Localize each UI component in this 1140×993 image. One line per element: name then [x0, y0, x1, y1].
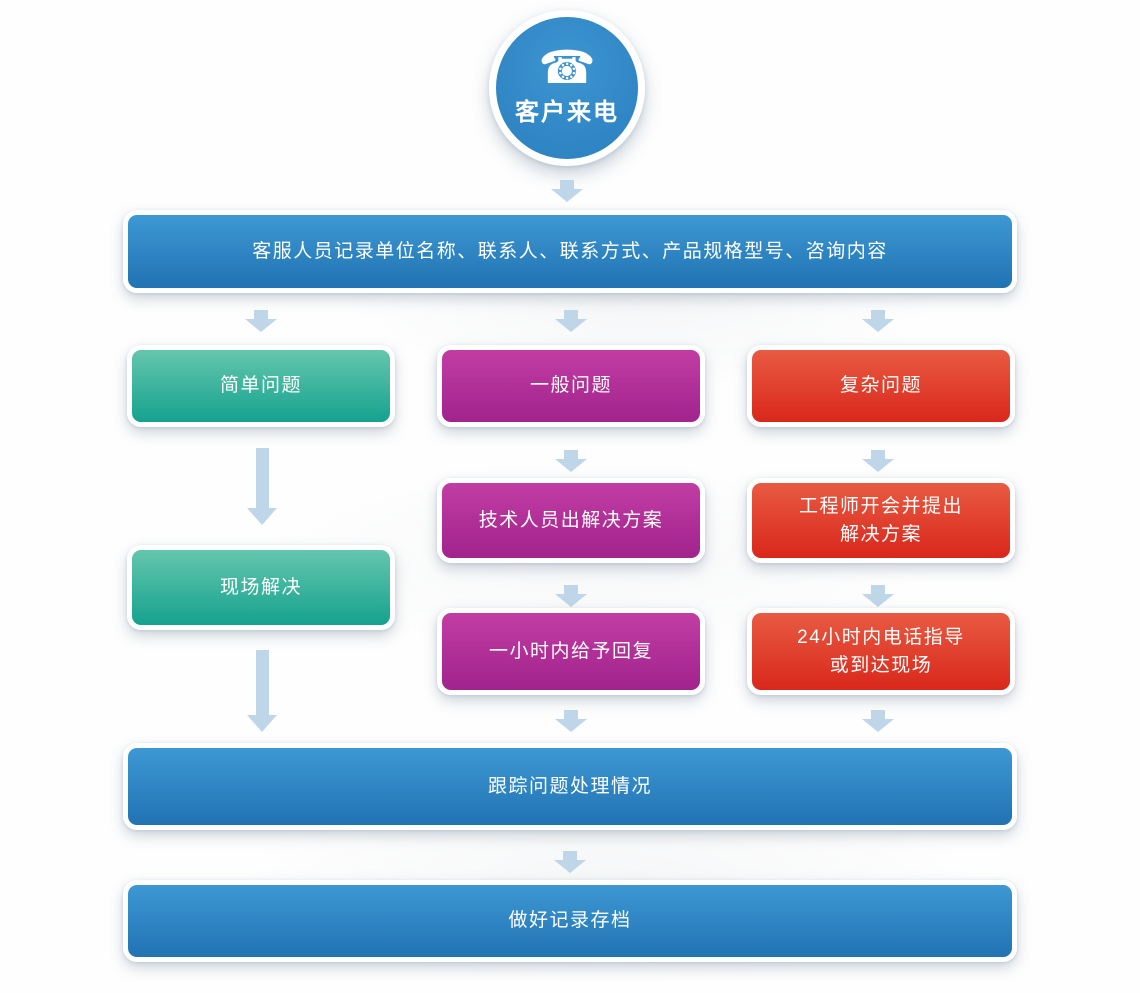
- node-simple-problem: 简单问题: [127, 345, 395, 427]
- arrow-down-icon: [862, 310, 894, 332]
- arrow-down-icon: [555, 450, 587, 472]
- node-general-problem: 一般问题: [437, 345, 705, 427]
- arrow-down-icon: [245, 310, 277, 332]
- start-node-customer-call: ☎ 客户来电: [489, 10, 645, 166]
- arrow-down-icon: [555, 310, 587, 332]
- arrow-down-icon: [247, 650, 277, 732]
- phone-icon: ☎: [538, 40, 596, 93]
- arrow-down-icon: [862, 710, 894, 732]
- arrow-down-icon: [862, 585, 894, 607]
- arrow-down-icon: [555, 585, 587, 607]
- arrow-down-icon: [554, 851, 586, 873]
- arrow-down-icon: [551, 180, 583, 202]
- node-24h-guidance: 24小时内电话指导 或到达现场: [747, 608, 1015, 695]
- node-archive-records: 做好记录存档: [123, 880, 1017, 962]
- arrow-down-icon: [862, 450, 894, 472]
- node-reply-within-hour: 一小时内给予回复: [437, 608, 705, 695]
- arrow-down-icon: [555, 710, 587, 732]
- node-onsite-resolution: 现场解决: [127, 545, 395, 630]
- node-track-progress: 跟踪问题处理情况: [123, 743, 1017, 830]
- node-record-info: 客服人员记录单位名称、联系人、联系方式、产品规格型号、咨询内容: [123, 210, 1017, 293]
- node-complex-problem: 复杂问题: [747, 345, 1015, 427]
- node-engineer-meeting: 工程师开会并提出 解决方案: [747, 478, 1015, 563]
- start-node-label: 客户来电: [515, 98, 619, 126]
- node-tech-solution: 技术人员出解决方案: [437, 478, 705, 563]
- arrow-down-icon: [247, 448, 277, 525]
